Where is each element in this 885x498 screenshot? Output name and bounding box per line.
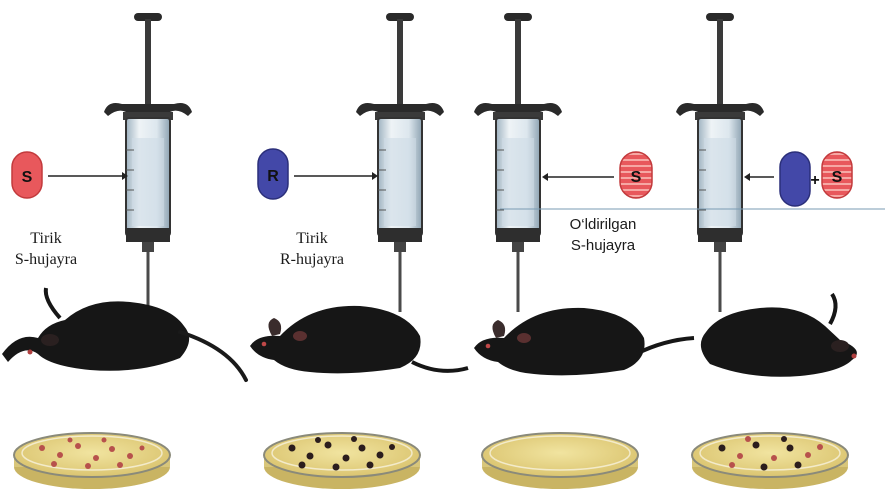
mixed-r-cell (780, 152, 810, 206)
petri-dish-4 (692, 433, 848, 489)
petri-dish-2 (264, 433, 420, 489)
syringe-4 (676, 13, 764, 312)
mouse-alive-3 (474, 308, 645, 375)
killed-s-label: S (631, 169, 642, 186)
petri-dish-3 (482, 433, 638, 489)
caption-exp-2: Tirik R-hujayra (262, 228, 362, 270)
live-r-cell: R (258, 149, 288, 199)
caption-1-line1: Tirik (0, 228, 92, 249)
arrow-2 (294, 172, 378, 180)
caption-exp-1: Tirik S-hujayra (0, 228, 92, 270)
r-cell-label: R (267, 168, 279, 185)
mouse-tail-3 (636, 338, 694, 354)
mouse-tail-2 (412, 362, 468, 371)
live-s-cell: S (12, 152, 42, 198)
plus-sign: + (810, 172, 819, 189)
mouse-dead-4 (701, 294, 857, 377)
caption-3-line1: O‘ldirilgan (548, 214, 658, 235)
killed-s-cell: S (620, 152, 652, 198)
mixed-s-label: S (832, 169, 843, 186)
syringe-2 (356, 13, 444, 312)
s-cell-label: S (22, 169, 33, 186)
syringe-3 (474, 13, 562, 312)
caption-2-line2: R-hujayra (262, 249, 362, 270)
caption-1-line2: S-hujayra (0, 249, 92, 270)
arrow-1 (48, 172, 128, 180)
caption-2-line1: Tirik (262, 228, 362, 249)
mouse-dead-1 (2, 288, 246, 380)
caption-3-line2: S-hujayra (548, 235, 658, 256)
arrow-3 (542, 173, 614, 181)
syringe-1 (104, 13, 192, 312)
arrow-4 (744, 173, 774, 181)
mixed-killed-s-cell: S (822, 152, 852, 198)
mouse-alive-2 (250, 306, 421, 373)
petri-dish-1 (14, 433, 170, 489)
caption-exp-3: O‘ldirilgan S-hujayra (548, 214, 658, 256)
